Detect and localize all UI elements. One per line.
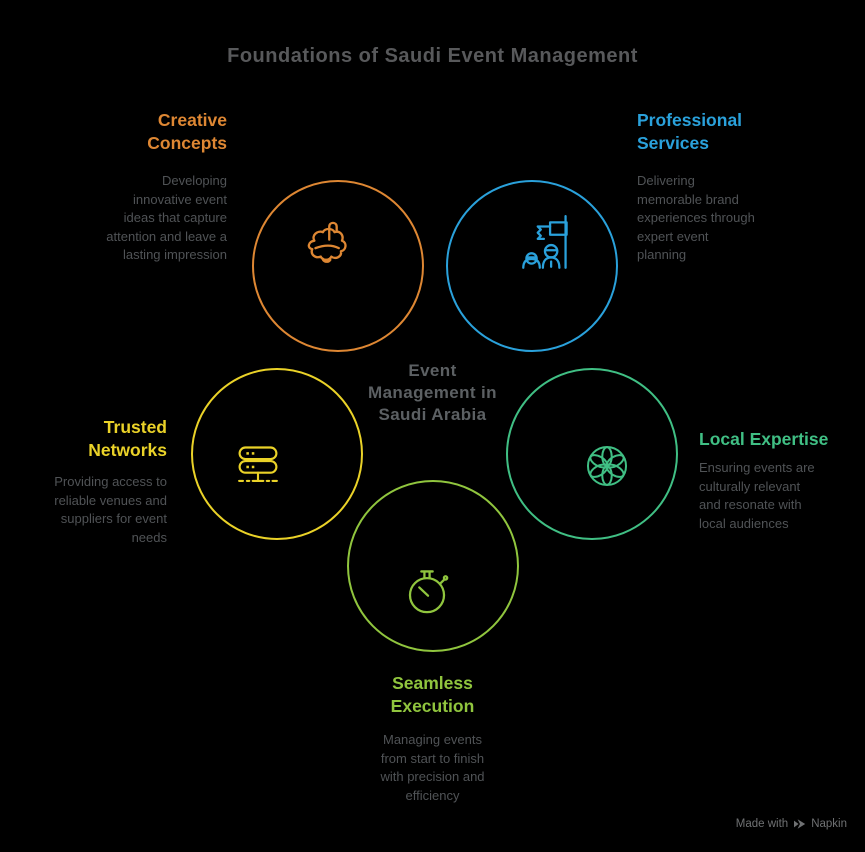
napkin-brand-text: Napkin	[811, 818, 847, 830]
made-with-text: Made with	[735, 818, 789, 830]
seamless-execution-label: Seamless Execution	[390, 673, 475, 716]
trusted-networks-description: Providing access to reliable venues and …	[54, 474, 167, 545]
stopwatch-icon	[394, 557, 460, 623]
seamless-execution-circle	[347, 480, 519, 652]
team-flag-icon	[514, 210, 580, 276]
trusted-networks-circle	[191, 368, 363, 540]
napkin-logo-icon	[794, 819, 806, 829]
made-with-napkin-credit: Made with Napkin	[736, 816, 847, 832]
professional-services-description: Delivering memorable brand experiences t…	[637, 173, 755, 263]
creative-concepts-label: Creative Concepts	[147, 110, 227, 153]
professional-services-label: Professional Services	[637, 110, 743, 153]
trusted-networks-label: Trusted Networks	[88, 417, 167, 460]
local-expertise-label: Local Expertise	[699, 429, 829, 449]
hub-label: Event Management in Saudi Arabia	[368, 361, 497, 424]
professional-services-circle	[446, 180, 618, 352]
page-title: Foundations of Saudi Event Management	[227, 45, 638, 67]
seamless-execution-description: Managing events from start to finish wit…	[380, 732, 485, 803]
server-network-icon	[227, 432, 289, 494]
rosette-flower-icon	[578, 437, 636, 495]
creative-concepts-circle	[252, 180, 424, 352]
brain-icon	[291, 212, 359, 280]
local-expertise-circle	[506, 368, 678, 540]
local-expertise-description: Ensuring events are culturally relevant …	[699, 460, 815, 531]
creative-concepts-description: Developing innovative event ideas that c…	[106, 173, 227, 263]
